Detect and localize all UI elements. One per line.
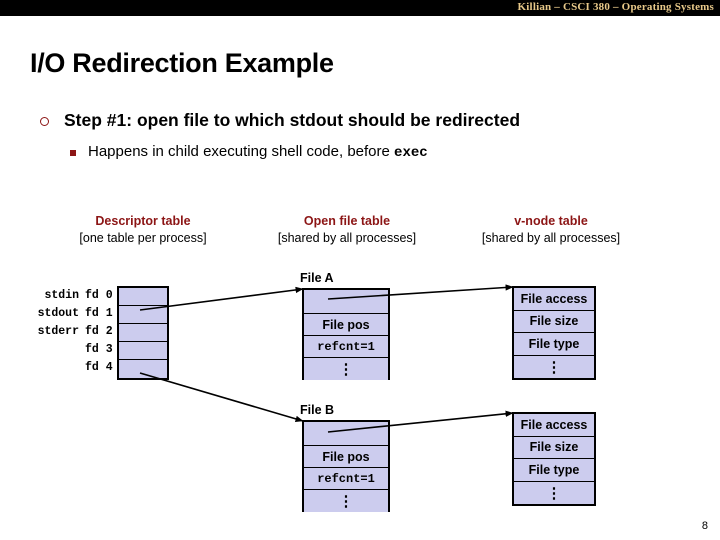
descriptor-label-row: stdout fd 1 (18, 304, 113, 322)
fd-number-label: fd 2 (85, 324, 113, 338)
header-bar: Killian – CSCI 380 – Operating Systems (0, 0, 720, 16)
descriptor-label-row: fd 3 (18, 340, 113, 358)
descriptor-table-cell-fd2 (119, 324, 167, 342)
vnode-b-cell-ellipsis: ⋮ (514, 481, 594, 504)
bullet-level-2: Happens in child executing shell code, b… (70, 143, 428, 162)
arrow-fd4-to-file-b (139, 372, 304, 422)
fd-number-label: fd 3 (85, 342, 113, 356)
vnode-table-a: File access File size File type ⋮ (512, 286, 596, 380)
column-heading-open-file-table: Open file table [shared by all processes… (252, 213, 442, 247)
bullet-level-2-code: exec (394, 145, 428, 161)
descriptor-label-row: fd 4 (18, 358, 113, 376)
bullet-level-1: Step #1: open file to which stdout shoul… (40, 110, 520, 131)
open-file-b-cell-empty (304, 422, 388, 446)
stream-name-label: stdin (44, 288, 79, 302)
filled-square-bullet-icon (70, 150, 76, 156)
vnode-b-cell-file-size: File size (514, 436, 594, 459)
course-header-title: Killian – CSCI 380 – Operating Systems (517, 1, 714, 13)
column-heading-vnode-table: v-node table [shared by all processes] (456, 213, 646, 247)
hollow-circle-bullet-icon (40, 117, 49, 126)
bullet-level-2-label: Happens in child executing shell code, b… (88, 143, 428, 162)
column-heading-sub: [shared by all processes] (277, 230, 417, 245)
open-file-a-cell-filepos: File pos (304, 314, 388, 336)
open-file-a-cell-empty (304, 290, 388, 314)
fd-number-label: fd 1 (85, 306, 113, 320)
vnode-b-cell-file-access: File access (514, 414, 594, 437)
descriptor-table-cell-fd3 (119, 342, 167, 360)
fd-number-label: fd 4 (85, 360, 113, 374)
descriptor-table-cell-fd1 (119, 306, 167, 324)
open-file-a-cell-refcnt: refcnt=1 (304, 336, 388, 358)
column-heading-main: Descriptor table (95, 214, 191, 228)
descriptor-label-row: stderr fd 2 (18, 322, 113, 340)
descriptor-table-cell-fd0 (119, 288, 167, 306)
column-heading-descriptor-table: Descriptor table [one table per process] (48, 213, 238, 247)
vnode-b-cell-file-type: File type (514, 459, 594, 482)
fd-number-label: fd 0 (85, 288, 113, 302)
open-file-caption-a: File A (300, 271, 334, 285)
vnode-a-cell-file-type: File type (514, 333, 594, 356)
column-heading-main: Open file table (303, 214, 391, 228)
bullet-level-1-label: Step #1: open file to which stdout shoul… (64, 110, 521, 130)
descriptor-label-row: stdin fd 0 (18, 286, 113, 304)
descriptor-table (117, 286, 169, 380)
stream-name-label: stdout (37, 306, 79, 320)
vnode-table-b: File access File size File type ⋮ (512, 412, 596, 506)
slide-page-number: 8 (701, 520, 708, 532)
vnode-a-cell-file-access: File access (514, 288, 594, 311)
open-file-b-cell-ellipsis: ⋮ (304, 490, 388, 512)
column-heading-sub: [shared by all processes] (481, 230, 621, 245)
page-title: I/O Redirection Example (30, 48, 334, 78)
column-heading-main: v-node table (514, 214, 588, 228)
descriptor-table-cell-fd4 (119, 360, 167, 378)
bullet-level-2-text: Happens in child executing shell code, b… (88, 143, 390, 160)
open-file-a-cell-ellipsis: ⋮ (304, 358, 388, 380)
open-file-caption-b: File B (300, 403, 335, 417)
open-file-table-b: File pos refcnt=1 ⋮ (302, 420, 390, 512)
column-heading-sub: [one table per process] (79, 230, 207, 245)
descriptor-table-labels: stdin fd 0 stdout fd 1 stderr fd 2 fd 3 … (18, 286, 113, 376)
open-file-b-cell-refcnt: refcnt=1 (304, 468, 388, 490)
vnode-a-cell-ellipsis: ⋮ (514, 355, 594, 378)
open-file-b-cell-filepos: File pos (304, 446, 388, 468)
stream-name-label: stderr (37, 324, 79, 338)
vnode-a-cell-file-size: File size (514, 310, 594, 333)
open-file-table-a: File pos refcnt=1 ⋮ (302, 288, 390, 380)
